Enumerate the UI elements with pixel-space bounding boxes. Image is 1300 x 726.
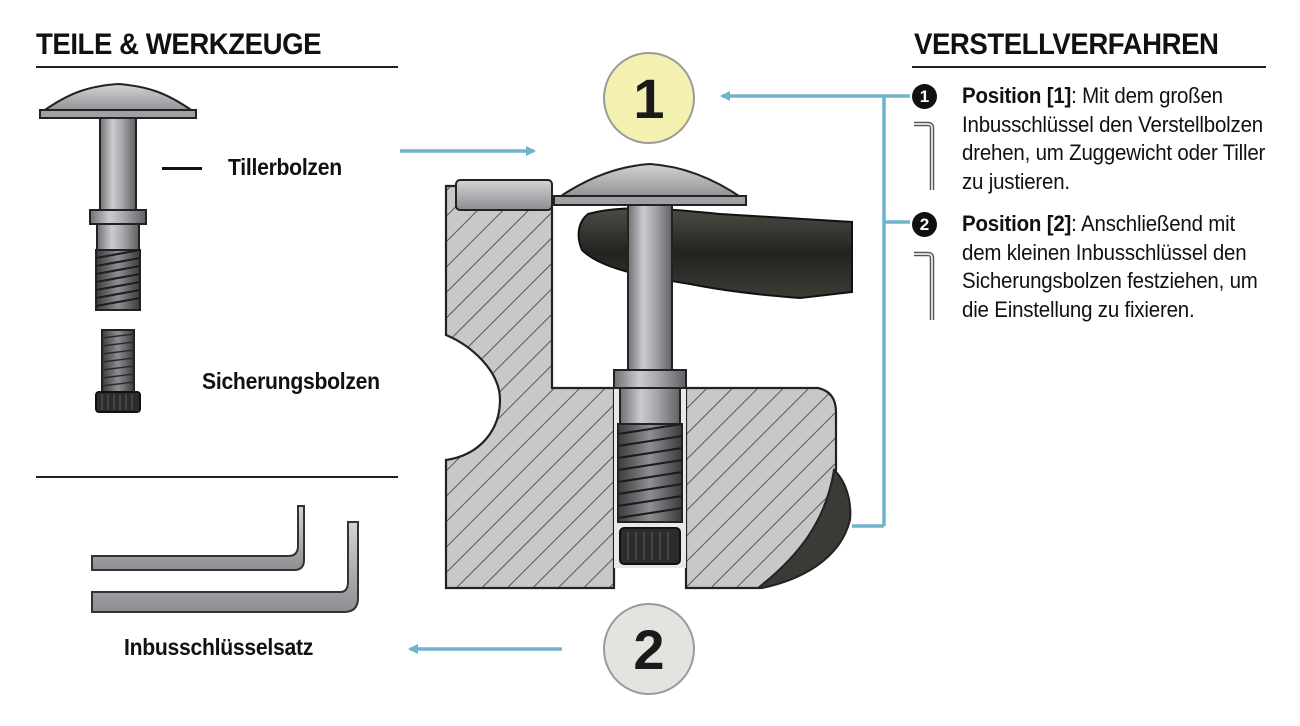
locking-bolt-illustration xyxy=(95,329,141,413)
procedure-step-1: 1 Position [1]: Mit dem großen Inbusschl… xyxy=(912,82,1272,196)
parts-section-title: TEILE & WERKZEUGE xyxy=(36,28,322,61)
locking-bolt-label: Sicherungsbolzen xyxy=(202,368,380,394)
step-1-description: : Mit dem großen Inbusschlüssel den Vers… xyxy=(962,83,1266,194)
tiller-bolt-label: Tillerbolzen xyxy=(228,154,342,180)
tiller-bolt-leader-line xyxy=(162,167,202,170)
step-number-badge: 1 xyxy=(912,84,937,109)
position-1-badge: 1 xyxy=(603,52,695,144)
large-hex-key-icon xyxy=(914,121,935,190)
procedure-step-2: 2 Position [2]: Anschließend mit dem kle… xyxy=(912,210,1272,324)
parts-title-rule xyxy=(36,66,398,68)
step-number-badge: 2 xyxy=(912,212,937,237)
step-2-text: Position [2]: Anschließend mit dem klein… xyxy=(962,210,1269,324)
step-1-title: Position [1] xyxy=(962,83,1072,108)
bracket-connector xyxy=(852,94,910,528)
hex-key-set-label: Inbusschlüsselsatz xyxy=(124,634,314,660)
adjustment-bolt-installed xyxy=(553,162,747,565)
step-2-description: : Anschließend mit dem kleinen Inbusschl… xyxy=(962,211,1258,322)
procedure-section-title: VERSTELLVERFAHREN xyxy=(914,28,1219,61)
hex-key-set-illustration xyxy=(91,505,359,613)
bow-limb xyxy=(577,207,853,300)
tiller-bolt-illustration xyxy=(38,82,198,311)
procedure-title-rule xyxy=(912,66,1266,68)
small-hex-key-icon xyxy=(914,251,935,320)
step-2-title: Position [2] xyxy=(962,211,1072,236)
position-2-badge: 2 xyxy=(603,603,695,695)
parts-divider xyxy=(36,476,398,478)
step-1-text: Position [1]: Mit dem großen Inbusschlüs… xyxy=(962,82,1269,196)
